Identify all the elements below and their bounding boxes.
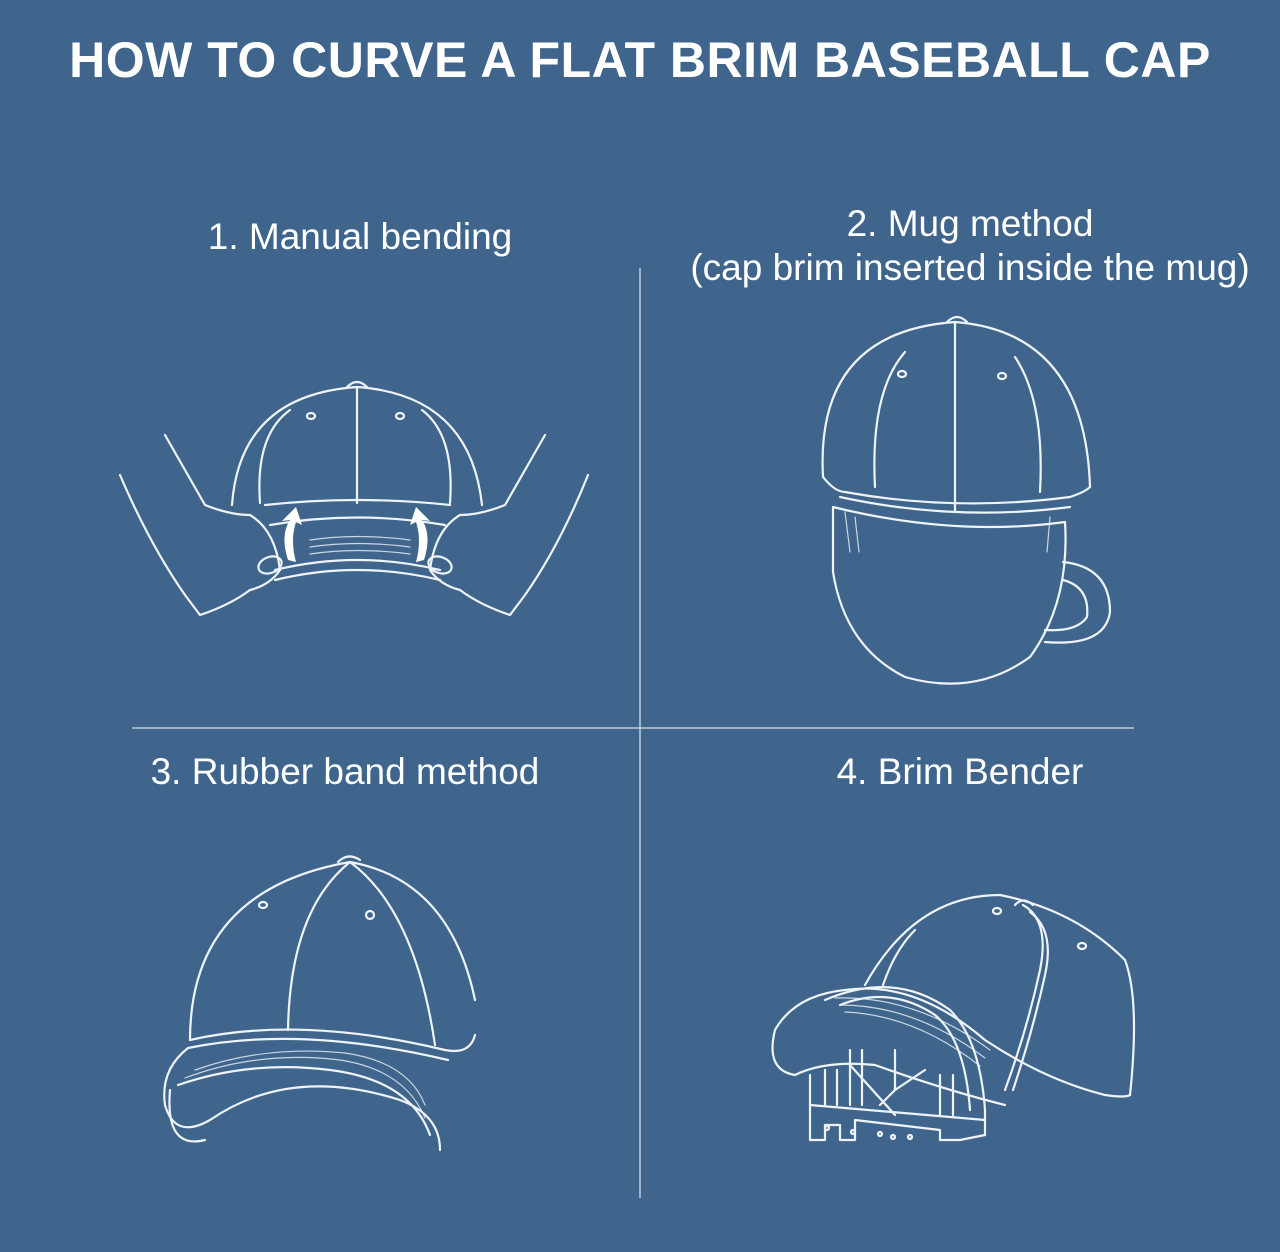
cap-on-brim-bender-icon — [771, 893, 1136, 1142]
hands-bending-cap-icon — [118, 380, 590, 617]
panel-2-title: 2. Mug method — [846, 203, 1094, 244]
page-title: HOW TO CURVE A FLAT BRIM BASEBALL CAP — [69, 32, 1211, 88]
curved-brim-cap-icon — [163, 855, 477, 1152]
vertical-divider — [639, 268, 641, 1198]
panel-1-label: 1. Manual bending — [207, 216, 513, 257]
panel-2-subtitle: (cap brim inserted inside the mug) — [690, 247, 1250, 288]
panel-2-label: 2. Mug method (cap brim inserted inside … — [660, 202, 1280, 290]
horizontal-divider — [132, 727, 1134, 729]
panel-3-label: 3. Rubber band method — [150, 751, 540, 792]
panel-4-label: 4. Brim Bender — [836, 751, 1084, 792]
cap-in-mug-icon — [821, 315, 1112, 685]
